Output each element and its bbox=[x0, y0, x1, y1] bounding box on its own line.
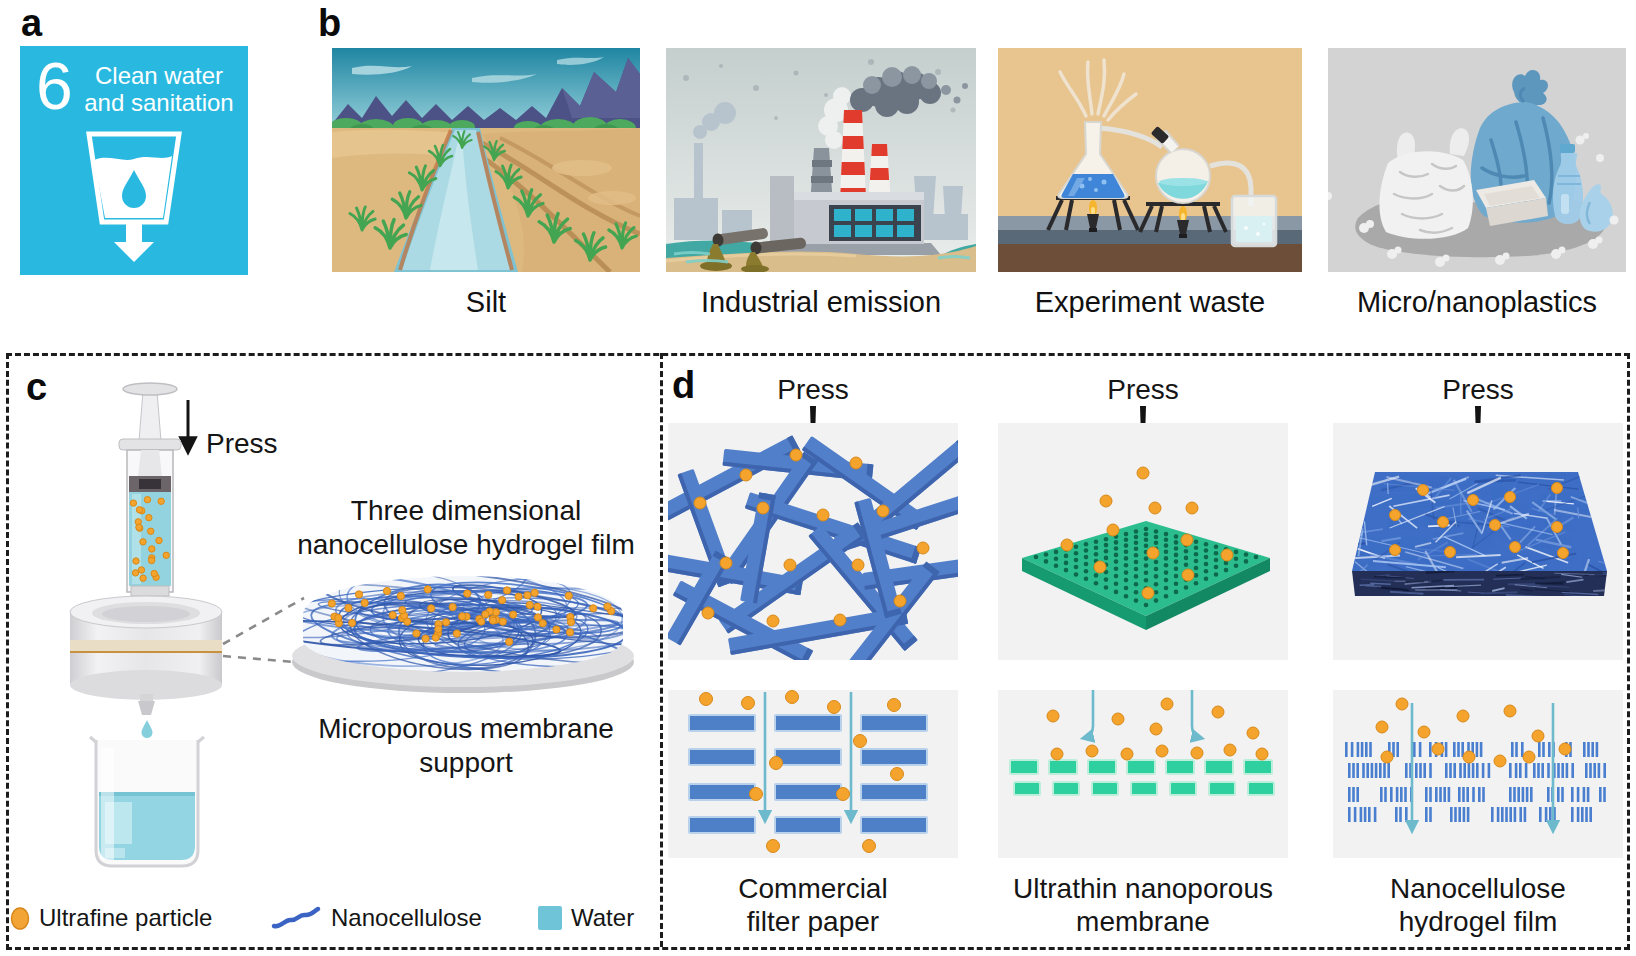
syringe bbox=[119, 383, 181, 615]
legend-nanocellulose: Nanocellulose bbox=[270, 904, 482, 932]
orange-particle-icon bbox=[10, 906, 30, 931]
film-label: Three dimensionalnanocellulose hydrogel … bbox=[278, 494, 654, 562]
tile-hydrogel-film-structure bbox=[1333, 423, 1623, 660]
legend-water: Water bbox=[538, 904, 634, 932]
caption-nanocellulose-hydrogel-film: Nanocellulosehydrogel film bbox=[1313, 872, 1636, 938]
illustration-experiment-waste bbox=[998, 48, 1302, 272]
legend-ultrafine-particle: Ultrafine particle bbox=[10, 904, 212, 932]
press-label-c: Press bbox=[206, 428, 326, 460]
sdg6-badge: 6 Clean waterand sanitation bbox=[20, 46, 248, 275]
illustration-industrial-emission bbox=[666, 48, 976, 272]
caption-ultrathin-nanoporous-membrane: Ultrathin nanoporousmembrane bbox=[978, 872, 1308, 938]
press-label-d1: Press bbox=[668, 374, 958, 406]
tile-membrane-crosssection bbox=[998, 690, 1288, 858]
panel-a-label: a bbox=[21, 2, 42, 45]
caption-experiment-waste: Experiment waste bbox=[998, 286, 1302, 319]
press-label-d3: Press bbox=[1333, 374, 1623, 406]
press-label-d2: Press bbox=[998, 374, 1288, 406]
filter-holder bbox=[70, 596, 222, 738]
tile-filter-paper-structure bbox=[668, 423, 958, 660]
blue-fiber-icon bbox=[270, 905, 322, 931]
sdg-goal-number: 6 bbox=[36, 48, 73, 124]
panel-b-label: b bbox=[318, 2, 341, 45]
caption-micro-nanoplastics: Micro/nanoplastics bbox=[1328, 286, 1626, 319]
water-glass-icon bbox=[78, 130, 190, 266]
caption-commercial-filter-paper: Commercialfilter paper bbox=[648, 872, 978, 938]
panel-c-art bbox=[6, 353, 660, 944]
cyan-square-icon bbox=[538, 906, 562, 930]
hydrogel-film-disc bbox=[234, 549, 660, 693]
caption-industrial-emission: Industrial emission bbox=[666, 286, 976, 319]
support-label: Microporous membranesupport bbox=[278, 712, 654, 780]
panel-divider bbox=[660, 353, 663, 947]
tile-hydrogel-crosssection bbox=[1333, 690, 1623, 858]
illustration-micro-nanoplastics bbox=[1328, 48, 1626, 272]
caption-silt: Silt bbox=[332, 286, 640, 319]
tile-nanoporous-membrane-structure bbox=[998, 423, 1288, 660]
sdg-title: Clean waterand sanitation bbox=[76, 62, 242, 116]
tile-filter-paper-crosssection bbox=[668, 690, 958, 858]
illustration-silt bbox=[332, 48, 640, 272]
beaker bbox=[90, 737, 204, 866]
